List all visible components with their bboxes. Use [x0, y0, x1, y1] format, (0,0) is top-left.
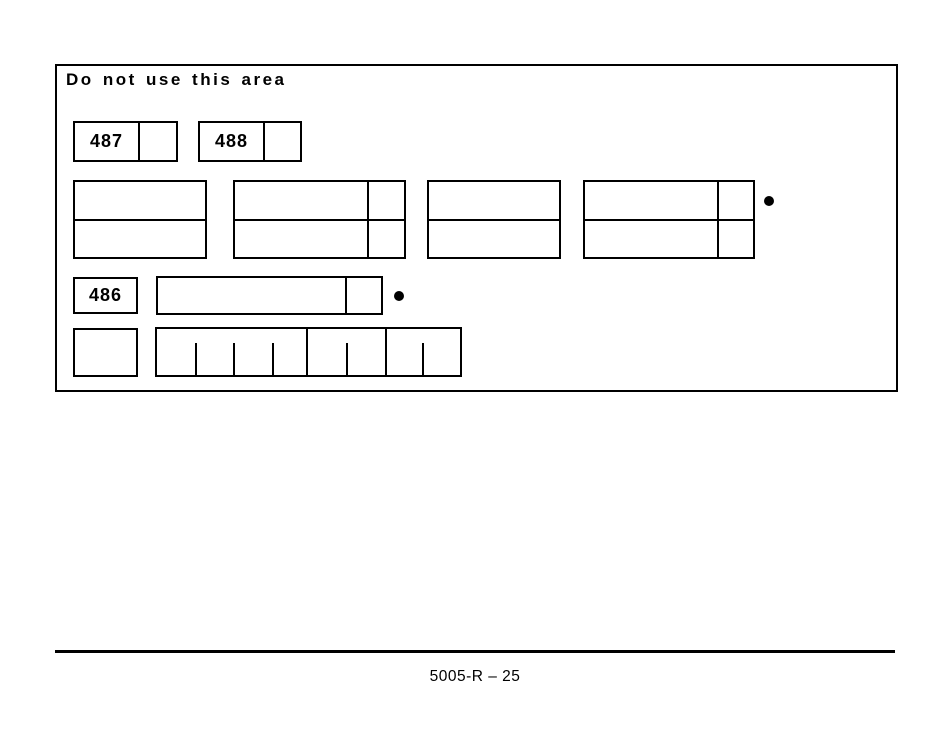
small-entry-box [73, 328, 138, 377]
code-box-487-label: 487 [89, 131, 124, 151]
digit-tick-mark [346, 343, 348, 375]
bullet-marker-icon [394, 291, 404, 301]
entry-field-486 [156, 276, 383, 315]
office-use-box-1-midline [75, 219, 205, 221]
office-use-box-4 [583, 180, 755, 259]
entry-field-486-divider [345, 278, 347, 313]
code-box-488-divider [263, 123, 265, 160]
footer-form-code: 5005-R – 25 [429, 668, 521, 685]
digit-tick-mark [195, 343, 197, 375]
bullet-marker-icon [764, 196, 774, 206]
footer-rule [55, 650, 895, 653]
code-box-488-label: 488 [214, 131, 249, 151]
office-use-box-4-divider [717, 182, 719, 257]
office-use-box-1 [73, 180, 207, 259]
digit-tick-mark [233, 343, 235, 375]
office-use-box-3 [427, 180, 561, 259]
digit-tick-mark [272, 343, 274, 375]
do-not-use-heading: Do not use this area [66, 70, 287, 89]
office-use-box-4-midline [585, 219, 753, 221]
office-use-box-2-midline [235, 219, 404, 221]
code-box-487-divider [138, 123, 140, 160]
code-box-486-label: 486 [88, 285, 123, 305]
code-box-486: 486 [73, 277, 138, 314]
code-box-488: 488 [198, 121, 302, 162]
date-entry-section-divider [306, 329, 308, 375]
office-use-box-2-divider [367, 182, 369, 257]
code-box-487: 487 [73, 121, 178, 162]
office-use-box-2 [233, 180, 406, 259]
office-use-box-3-midline [429, 219, 559, 221]
date-entry-section-divider [385, 329, 387, 375]
digit-tick-mark [422, 343, 424, 375]
date-entry-box [155, 327, 462, 377]
